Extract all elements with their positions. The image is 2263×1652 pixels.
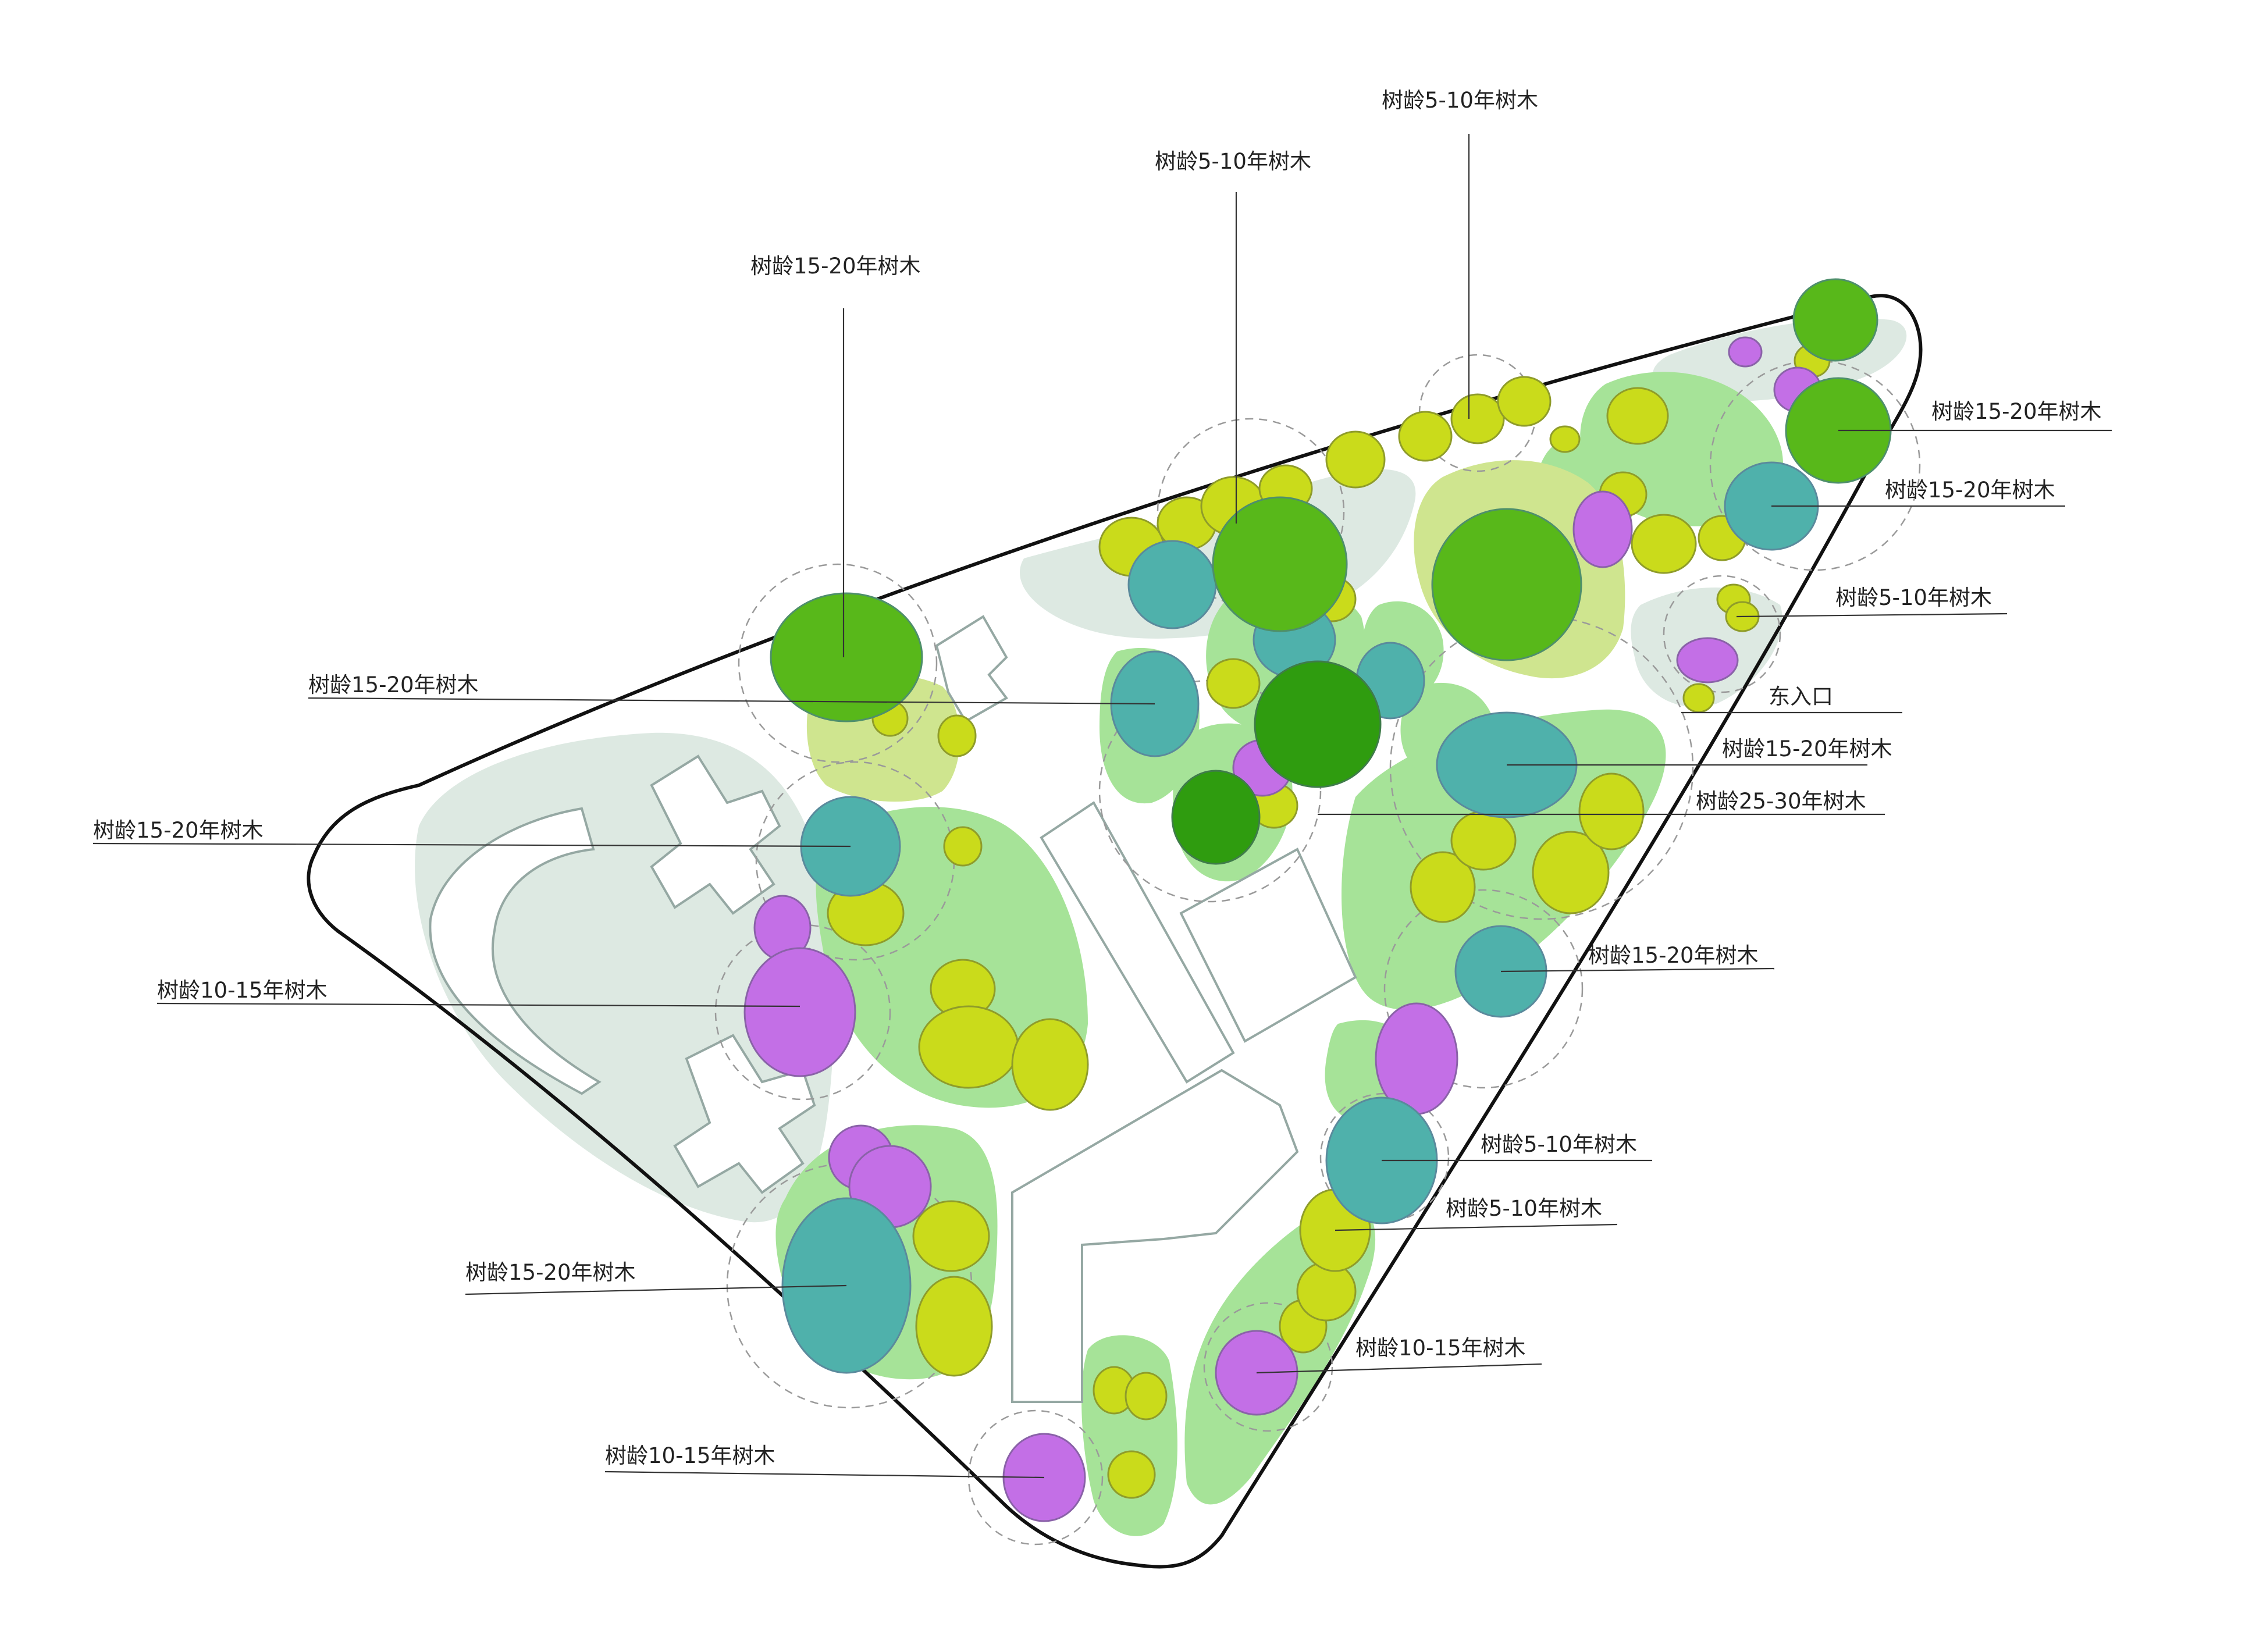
labels: 树龄15-20年树木 树龄5-10年树木 树龄5-10年树木 树龄15-20年树… xyxy=(93,88,2102,1468)
site-boundary xyxy=(307,294,1923,1569)
label-right-15-20-b: 树龄15-20年树木 xyxy=(1885,478,2055,503)
trees-25-30 xyxy=(1171,660,1382,865)
tree-yg-36 xyxy=(1410,851,1476,923)
building-blocks-southwest xyxy=(673,1034,816,1194)
tree-yg-29 xyxy=(915,1276,993,1377)
tree-yg-39 xyxy=(1578,772,1645,850)
label-left-15-20-b: 树龄15-20年树木 xyxy=(93,818,264,843)
label-left-10-15: 树龄10-15年树木 xyxy=(157,978,328,1003)
label-top-5-10-b: 树龄5-10年树木 xyxy=(1382,88,1538,113)
halo-5 xyxy=(967,1409,1104,1546)
leader-right-5-10-c xyxy=(1335,1223,1618,1231)
building-blocks-west xyxy=(650,754,781,915)
tree-yg-10 xyxy=(1606,387,1669,445)
tree-tl-1 xyxy=(1127,540,1217,629)
leader-right-15-20-d xyxy=(1500,967,1775,973)
tree-yg-8 xyxy=(1497,376,1552,427)
tree-yg-34 xyxy=(1296,1261,1357,1322)
tree-pu-7 xyxy=(743,947,856,1077)
leader-right-10-15 xyxy=(1256,1363,1542,1374)
tree-yg-5 xyxy=(1325,430,1386,489)
leader-bottom-10-15 xyxy=(604,1471,1045,1479)
tree-yg-22 xyxy=(937,714,977,757)
label-top-15-20: 树龄15-20年树木 xyxy=(750,254,921,279)
trees-5-10 xyxy=(827,343,1831,1499)
leader-right-5-10 xyxy=(1736,613,2008,618)
tree-yg-27 xyxy=(1011,1018,1089,1111)
label-top-5-10-a: 树龄5-10年树木 xyxy=(1155,149,1311,174)
tree-dg-1 xyxy=(1254,660,1382,788)
label-left-15-20-a: 树龄15-20年树木 xyxy=(308,672,479,697)
label-right-15-20-a: 树龄15-20年树木 xyxy=(1931,399,2102,424)
halo-12 xyxy=(1203,1302,1333,1432)
tree-gr-2 xyxy=(1212,496,1348,632)
label-right-15-20-d: 树龄15-20年树木 xyxy=(1588,943,1759,968)
leader-left-15-20-a xyxy=(308,697,1155,705)
halo-1 xyxy=(738,563,938,763)
label-left-15-20-c: 树龄15-20年树木 xyxy=(465,1260,636,1285)
tree-pu-4 xyxy=(1676,637,1739,683)
trees-10-15 xyxy=(743,336,1822,1522)
tree-yg-9 xyxy=(1549,425,1581,453)
tree-gr-3 xyxy=(1431,508,1582,661)
building-south-complex xyxy=(1011,1069,1299,1403)
tree-yg-19 xyxy=(1206,658,1261,709)
tree-yg-37 xyxy=(1450,810,1517,871)
tree-yg-17 xyxy=(1682,683,1715,713)
leader-left-15-20-c xyxy=(465,1284,847,1295)
tree-yg-6 xyxy=(1398,411,1453,462)
tree-dg-2 xyxy=(1171,770,1261,865)
label-right-5-10-b: 树龄5-10年树木 xyxy=(1481,1132,1637,1157)
halo-10 xyxy=(1383,889,1584,1089)
tree-yg-7 xyxy=(1450,393,1505,444)
building-north-small xyxy=(935,615,1008,723)
tree-yg-38 xyxy=(1532,831,1610,914)
tree-yg-12 xyxy=(1631,514,1697,574)
tree-yg-31 xyxy=(1125,1372,1168,1420)
label-right-5-10: 树龄5-10年树木 xyxy=(1835,585,1992,610)
tree-yg-26 xyxy=(918,1005,1019,1089)
tree-pu-1 xyxy=(1728,336,1763,368)
building-curved-west xyxy=(429,807,602,1095)
tree-yg-32 xyxy=(1107,1450,1156,1499)
tree-pu-3 xyxy=(1572,490,1633,568)
leader-left-10-15 xyxy=(156,1002,800,1007)
leader-left-15-20-b xyxy=(92,842,851,848)
label-bottom-10-15: 树龄10-15年树木 xyxy=(605,1443,775,1468)
label-right-25-30: 树龄25-30年树木 xyxy=(1696,789,1866,814)
buildings xyxy=(429,615,1357,1403)
label-right-10-15: 树龄10-15年树木 xyxy=(1355,1336,1526,1361)
building-rect-center xyxy=(1179,848,1357,1043)
tree-gr-4 xyxy=(1792,278,1878,362)
label-right-15-20-c: 树龄15-20年树木 xyxy=(1722,736,1892,761)
tree-yg-28 xyxy=(912,1200,990,1272)
label-east-entrance: 东入口 xyxy=(1769,684,1833,709)
building-long-center xyxy=(1040,801,1235,1084)
halo-14 xyxy=(1663,575,1781,693)
tree-gr-1 xyxy=(770,592,923,722)
leader-lines xyxy=(92,134,2112,1479)
tree-yg-23 xyxy=(943,826,983,867)
label-right-5-10-c: 树龄5-10年树木 xyxy=(1446,1196,1602,1221)
